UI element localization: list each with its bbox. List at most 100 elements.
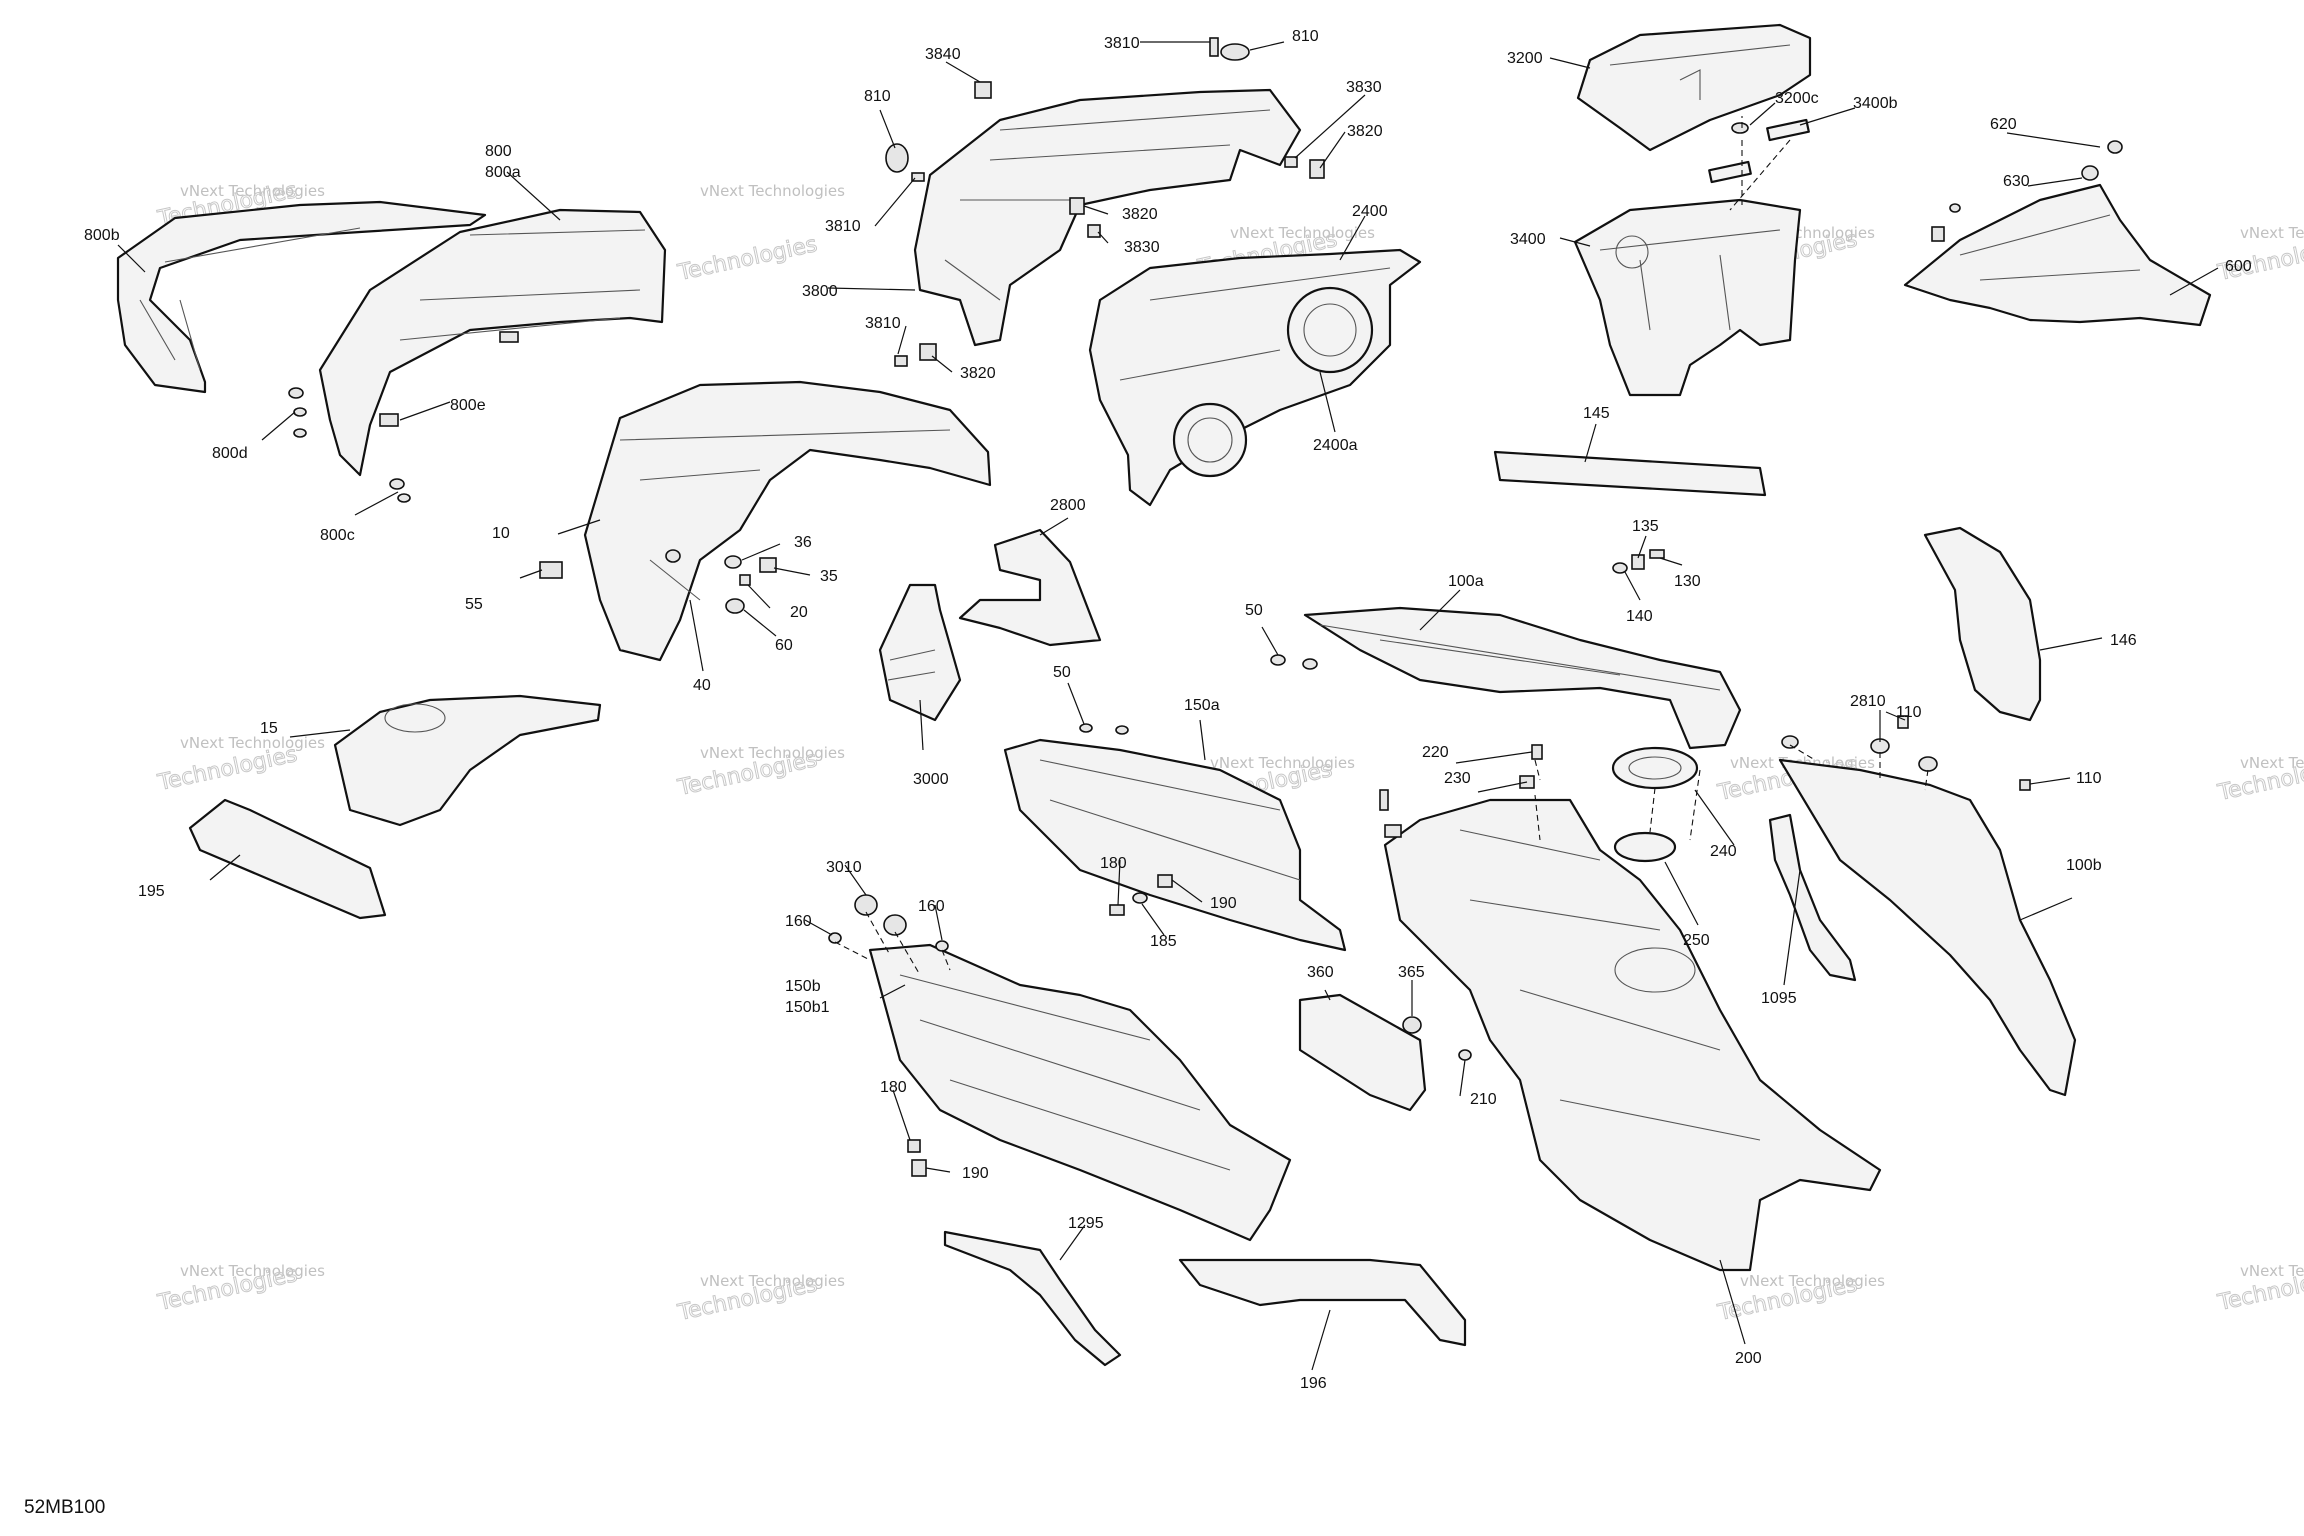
part-3400b-seal xyxy=(1766,118,1810,142)
screw-110 xyxy=(1897,715,1909,729)
part-240-ring xyxy=(1611,746,1699,790)
part-146-cover xyxy=(1923,526,2042,722)
screw-110 xyxy=(2019,779,2031,791)
callout-label: 220 xyxy=(1422,744,1449,761)
part-2400a-lamp xyxy=(1286,286,1374,374)
callout-label: 3830 xyxy=(1124,239,1160,256)
callout-label: 800c xyxy=(320,527,355,544)
screw-620 xyxy=(1949,203,1961,213)
callout-label: 360 xyxy=(1307,964,1334,981)
callout-label: 800a xyxy=(485,164,521,181)
part-800b-trim xyxy=(116,200,487,394)
washer-36 xyxy=(724,555,742,569)
screw-3810 xyxy=(911,172,925,182)
callout-label: 36 xyxy=(794,534,812,551)
screw-20 xyxy=(739,574,751,586)
screw-3830 xyxy=(1087,224,1101,238)
fastener-800c xyxy=(389,478,405,490)
callout-label: 3810 xyxy=(865,315,901,332)
clip-210 xyxy=(1458,1049,1472,1061)
leader-lines xyxy=(117,41,2219,1371)
part-2800-duct xyxy=(958,528,1102,647)
washer-50 xyxy=(1079,723,1093,733)
grommet-810 xyxy=(885,143,909,173)
watermark-text: vNext Technologies xyxy=(1210,754,1355,772)
screw-160 xyxy=(828,932,842,944)
callout-label: 800e xyxy=(450,397,486,414)
callout-label: 200 xyxy=(1735,1350,1762,1367)
washer-140 xyxy=(1612,562,1628,574)
part-15-cover xyxy=(333,694,602,827)
callout-label: 2810 xyxy=(1850,693,1886,710)
watermark-text: vNext Technologies xyxy=(180,1262,325,1280)
callout-label: 100b xyxy=(2066,857,2102,874)
callout-label: 600 xyxy=(2225,258,2252,275)
screw-3810 xyxy=(1209,37,1219,57)
part-1295-strip xyxy=(943,1230,1122,1367)
callout-label: 250 xyxy=(1683,932,1710,949)
callout-label: 3830 xyxy=(1346,79,1382,96)
cap-365 xyxy=(1402,1016,1422,1034)
callout-label: 620 xyxy=(1990,116,2017,133)
clip-3820 xyxy=(1309,159,1325,179)
part-3800-bracket xyxy=(913,88,1302,347)
callout-labels: 800 800a 800b 800d 800e 800c 3840 810 38… xyxy=(84,28,2252,1392)
part-250-seal xyxy=(1613,831,1677,863)
callout-label: 630 xyxy=(2003,173,2030,190)
part-2400a-lamp xyxy=(1172,402,1248,478)
washer-60 xyxy=(725,598,745,614)
callout-label: 150a xyxy=(1184,697,1220,714)
clip-190 xyxy=(911,1159,927,1177)
callout-label: 2800 xyxy=(1050,497,1086,514)
callout-label: 3200c xyxy=(1775,90,1819,107)
watermark-text: vNext Technologies xyxy=(2240,224,2304,242)
callout-label: 3840 xyxy=(925,46,961,63)
callout-label: 190 xyxy=(962,1165,989,1182)
watermark-text: vNext Technologies xyxy=(1740,1272,1885,1290)
washer-50 xyxy=(1302,658,1318,670)
clip-3820 xyxy=(1069,197,1085,215)
callout-label: 160 xyxy=(785,913,812,930)
callout-label: 210 xyxy=(1470,1091,1497,1108)
part-2400-headlight xyxy=(1088,248,1422,507)
watermark-text: vNext Technologies xyxy=(700,1272,845,1290)
part-150b-panel xyxy=(868,943,1292,1242)
part-shapes xyxy=(116,23,2212,1367)
watermark-text: vNext Technologies xyxy=(2240,754,2304,772)
callout-label: 800 xyxy=(485,143,512,160)
fastener-800d xyxy=(288,387,304,399)
clip-35 xyxy=(759,557,777,573)
clip-190 xyxy=(1157,874,1173,888)
part-800e-clip xyxy=(379,413,399,427)
callout-label: 20 xyxy=(790,604,808,621)
callout-label: 1295 xyxy=(1068,1215,1104,1232)
clip-230 xyxy=(1384,824,1402,838)
callout-label: 190 xyxy=(1210,895,1237,912)
part-55-pad xyxy=(539,561,563,579)
callout-label: 800d xyxy=(212,445,248,462)
screw-3830 xyxy=(1284,156,1298,168)
clip-630 xyxy=(2081,165,2099,181)
part-600-rear-cover xyxy=(1903,183,2212,327)
part-800e-clip xyxy=(499,331,519,343)
callout-label: 3400 xyxy=(1510,231,1546,248)
watermark-text: vNext Technologies xyxy=(180,182,325,200)
clip-630 xyxy=(1931,226,1945,242)
washer-50 xyxy=(1115,725,1129,735)
washer-110 xyxy=(1781,735,1799,749)
callout-label: 196 xyxy=(1300,1375,1327,1392)
watermark-text: Technologies xyxy=(675,232,819,286)
screw-620 xyxy=(2107,140,2123,154)
watermark-text: vNext Technologies xyxy=(700,182,845,200)
part-800-fairing xyxy=(318,208,667,477)
screw-180 xyxy=(907,1139,921,1153)
part-360-cover xyxy=(1298,993,1427,1112)
callout-label: 2400 xyxy=(1352,203,1388,220)
screw-220 xyxy=(1531,744,1543,760)
part-3400-glovebox xyxy=(1573,198,1802,397)
grommet-3010 xyxy=(883,914,907,936)
callout-label: 150b xyxy=(785,978,821,995)
callout-label: 2400a xyxy=(1313,437,1358,454)
callout-label: 3810 xyxy=(825,218,861,235)
part-3200c-bumper xyxy=(1731,122,1749,134)
